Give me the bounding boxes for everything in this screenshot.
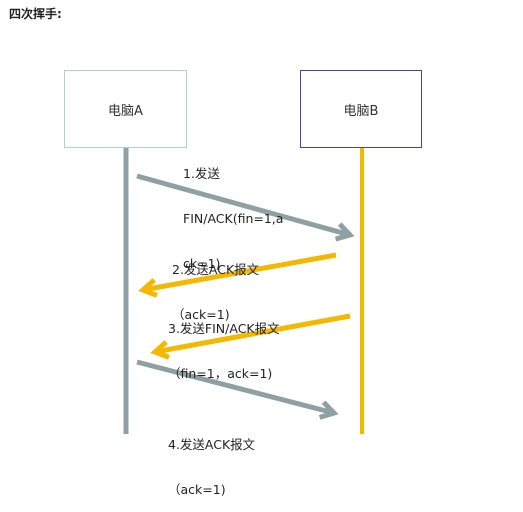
message-2-arrow-head bbox=[138, 278, 158, 298]
message-2-arrow-shaft bbox=[144, 252, 337, 293]
message-1-label: 1.发送 FIN/ACK(fin=1,a ck=1) bbox=[183, 136, 283, 286]
message-3-label: 3.发送FIN/ACK报文 （fin=1，ack=1) bbox=[168, 291, 280, 396]
message-1-line-3: ck=1) bbox=[183, 256, 221, 271]
message-4-arrow-shaft bbox=[136, 359, 333, 415]
sequence-diagram bbox=[123, 148, 364, 434]
message-2-label: 2.发送ACK报文 （ack=1) bbox=[172, 232, 259, 337]
message-1-arrow-shaft bbox=[136, 173, 349, 237]
computer-a-label: 电脑A bbox=[108, 103, 143, 119]
message-4-label: 4.发送ACK报文 （ack=1) bbox=[168, 407, 255, 512]
message-1-line-1: 1.发送 bbox=[183, 166, 220, 181]
computer-a-box: 电脑A bbox=[64, 70, 187, 148]
message-3-arrow-shaft bbox=[156, 313, 351, 355]
message-3-arrow-head bbox=[150, 340, 170, 360]
message-3-line-2: （fin=1，ack=1) bbox=[168, 366, 273, 381]
message-2-line-2: （ack=1) bbox=[172, 307, 230, 322]
message-4-line-1: 4.发送ACK报文 bbox=[168, 437, 256, 452]
message-2-line-1: 2.发送ACK报文 bbox=[172, 262, 260, 277]
computer-b-box: 电脑B bbox=[300, 70, 422, 148]
message-4-arrow-head bbox=[318, 400, 339, 420]
message-1-arrow-head bbox=[334, 222, 355, 242]
message-3-line-1: 3.发送FIN/ACK报文 bbox=[168, 321, 280, 336]
page-heading: 四次挥手: bbox=[9, 7, 62, 21]
computer-b-label: 电脑B bbox=[343, 103, 379, 119]
message-4-line-2: （ack=1) bbox=[168, 482, 226, 497]
message-1-line-2: FIN/ACK(fin=1,a bbox=[183, 211, 284, 226]
